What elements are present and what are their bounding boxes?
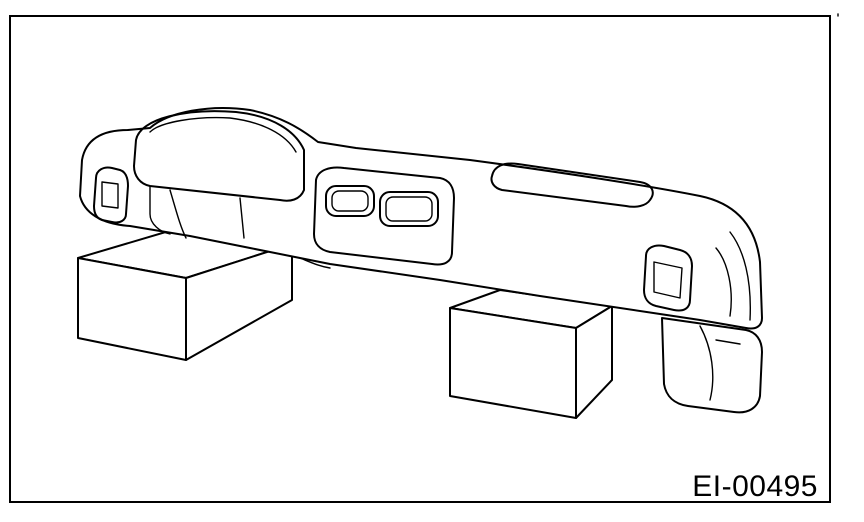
- center-vent-right: [379, 191, 439, 227]
- left-support-block: [77, 225, 293, 361]
- right-support-block: [449, 289, 613, 419]
- figure-id-label: EI-00495: [692, 470, 818, 503]
- left-side-vent: [93, 166, 129, 224]
- defroster-slot: [490, 162, 654, 208]
- center-vent-left: [325, 185, 375, 217]
- right-side-vent: [643, 244, 693, 312]
- dashboard-body: [79, 107, 763, 414]
